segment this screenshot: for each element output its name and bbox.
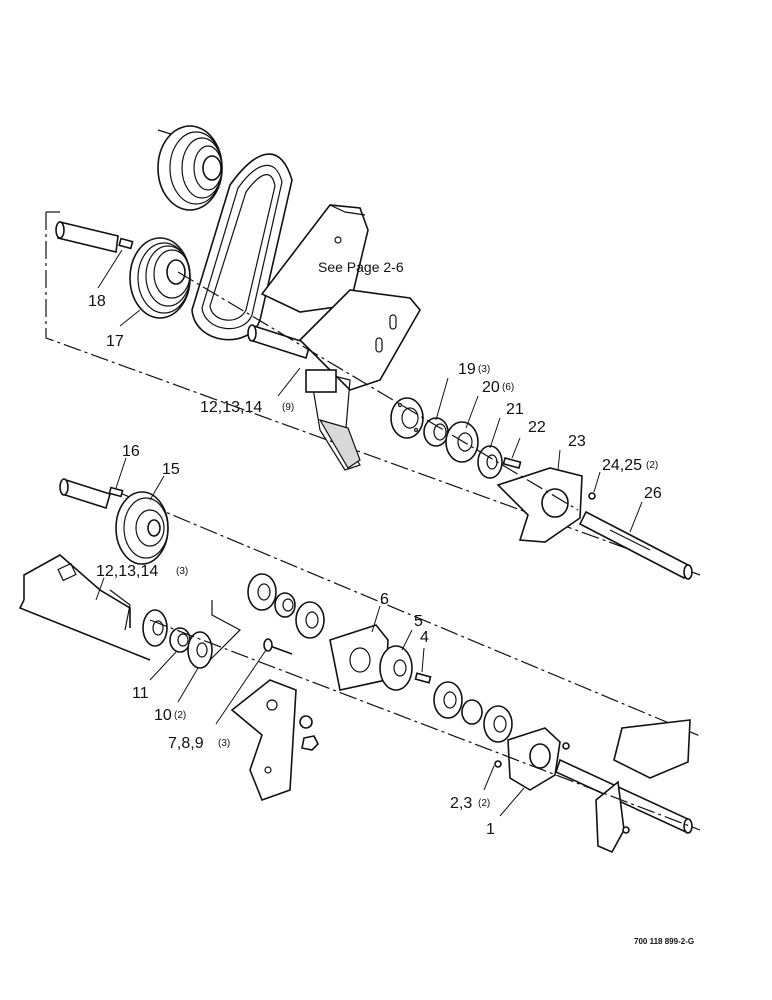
callout-7-8-9-qty: (3) bbox=[218, 738, 230, 749]
callout-2-3-qty: (2) bbox=[478, 798, 490, 809]
callout-4: 4 bbox=[420, 629, 429, 646]
lower-centerline bbox=[149, 619, 701, 831]
upper-centerline bbox=[177, 271, 579, 511]
callout-12-13-14-lower: 12,13,14 bbox=[96, 563, 158, 580]
bolt-24-25 bbox=[588, 492, 596, 500]
idler-shaft bbox=[247, 324, 311, 360]
callout-12-13-14-lower-qty: (3) bbox=[176, 566, 188, 577]
callout-12-13-14-upper: 12,13,14 bbox=[200, 399, 262, 416]
callout-22: 22 bbox=[528, 419, 546, 436]
support-bracket bbox=[230, 679, 319, 802]
upper-group-boundary bbox=[45, 212, 701, 576]
callout-10: 10 bbox=[154, 707, 172, 724]
callout-19: 19 bbox=[458, 361, 476, 378]
upper-shield-panel bbox=[260, 204, 369, 313]
callout-12-13-14-upper-qty: (9) bbox=[282, 402, 294, 413]
bearing-20 bbox=[423, 417, 449, 447]
callout-1: 1 bbox=[486, 821, 495, 838]
callout-23: 23 bbox=[568, 433, 586, 450]
lower-right-shaft bbox=[555, 758, 693, 834]
drawing-number: 700 118 899-2-G bbox=[634, 937, 694, 946]
callout-5: 5 bbox=[414, 613, 423, 630]
callout-24-25-qty: (2) bbox=[646, 460, 658, 471]
callout-10-qty: (2) bbox=[174, 710, 186, 721]
bearing-housing-23 bbox=[496, 467, 583, 543]
callout-20: 20 bbox=[482, 379, 500, 396]
callout-15: 15 bbox=[162, 461, 180, 478]
exploded-bearing bbox=[274, 592, 296, 618]
key-22 bbox=[502, 457, 522, 469]
sprocket-5 bbox=[379, 645, 413, 691]
carriage-bolt-7 bbox=[263, 638, 293, 655]
callout-26: 26 bbox=[644, 485, 662, 502]
callout-21: 21 bbox=[506, 401, 524, 418]
upper-mounting-bracket bbox=[298, 289, 421, 471]
drive-belt bbox=[191, 153, 293, 341]
see-page-note: See Page 2-6 bbox=[318, 259, 404, 275]
callout-7-8-9: 7,8,9 bbox=[168, 735, 204, 752]
lower-right-arm bbox=[595, 780, 630, 854]
callout-16: 16 bbox=[122, 443, 140, 460]
explode-connector bbox=[209, 600, 241, 661]
sheave-15 bbox=[115, 491, 169, 565]
callout-2-3: 2,3 bbox=[450, 795, 472, 812]
lower-shaft-stub bbox=[59, 478, 111, 510]
callout-19-qty: (3) bbox=[478, 364, 490, 375]
callout-6: 6 bbox=[380, 591, 389, 608]
key-16 bbox=[108, 486, 124, 498]
callout-24-25: 24,25 bbox=[602, 457, 642, 474]
lower-right-shield bbox=[613, 719, 691, 779]
lower-bearing-right bbox=[461, 699, 483, 725]
plate-6 bbox=[329, 624, 389, 691]
lower-flangette-right-a bbox=[433, 681, 463, 719]
flangette-19 bbox=[390, 397, 424, 439]
sheave-17 bbox=[129, 237, 191, 319]
bearing-housing-1 bbox=[494, 727, 570, 791]
shaft-26 bbox=[578, 510, 693, 580]
flangette-19b bbox=[445, 421, 479, 463]
lower-frame bbox=[18, 554, 151, 661]
divider-line bbox=[119, 492, 701, 737]
exploded-flangette-a bbox=[247, 573, 277, 611]
flangette-10 bbox=[187, 631, 213, 669]
callout-17: 17 bbox=[106, 333, 124, 350]
callout-18: 18 bbox=[88, 293, 106, 310]
key-18 bbox=[118, 237, 134, 250]
callout-11: 11 bbox=[132, 685, 149, 702]
lower-flangette-right-b bbox=[483, 705, 513, 743]
upper-shaft-stub bbox=[55, 221, 119, 253]
exploded-flangette-b bbox=[295, 601, 325, 639]
key-4 bbox=[414, 672, 432, 684]
lower-flangette-left bbox=[142, 609, 168, 647]
callout-20-qty: (6) bbox=[502, 382, 514, 393]
upper-drive-pulley bbox=[157, 125, 223, 211]
